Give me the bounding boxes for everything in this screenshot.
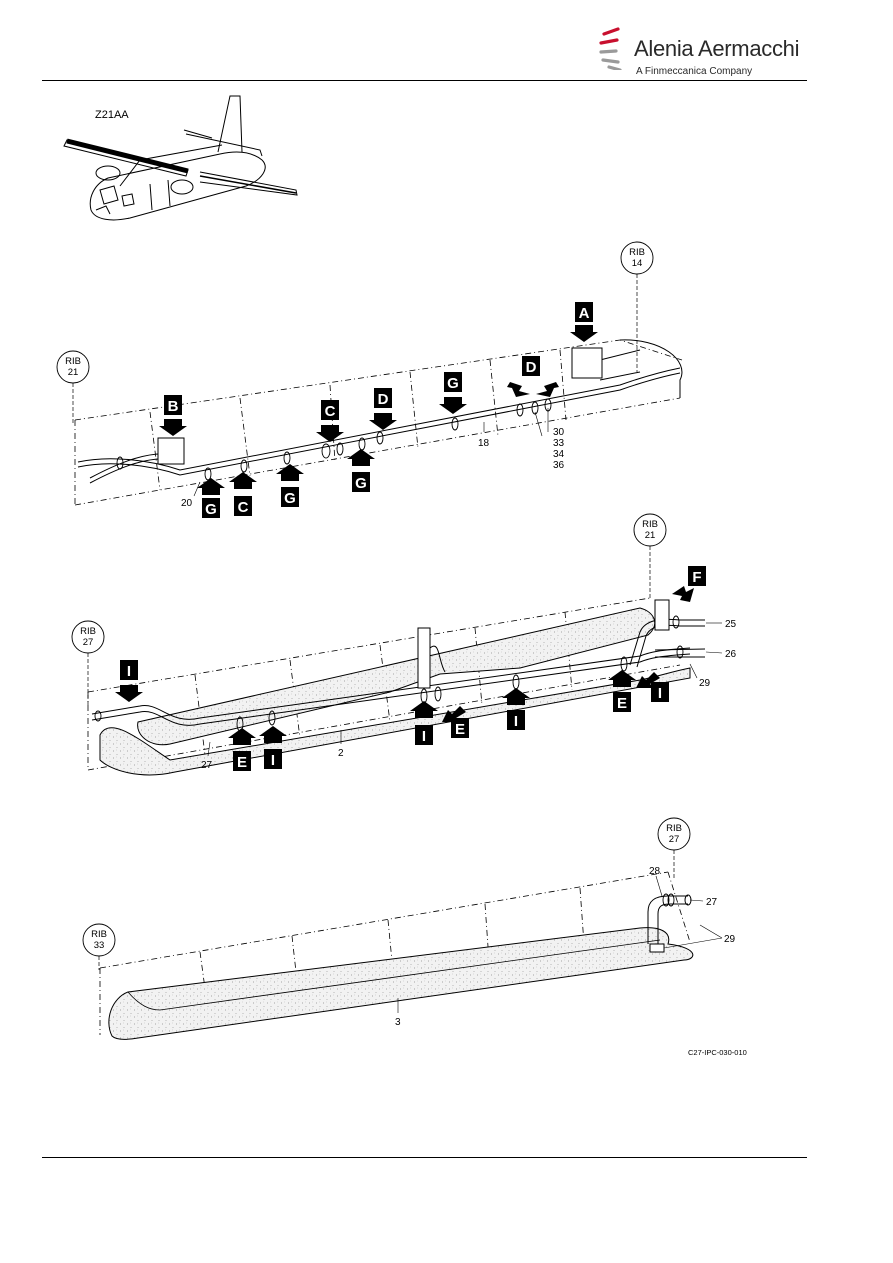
- svg-text:C: C: [238, 499, 249, 516]
- view2-lower-duct: [99, 667, 691, 776]
- view2-arrow-i-midright: I: [502, 688, 530, 730]
- svg-text:D: D: [526, 359, 537, 376]
- item-27: 27: [706, 897, 718, 908]
- view2-insulated-duct: [137, 607, 656, 746]
- company-logo: Alenia Aermacchi A Finmeccanica Company: [598, 26, 800, 82]
- logo-mark-icon: [599, 27, 622, 70]
- view3-insulated-duct: [108, 927, 694, 1040]
- rib-label: RIB: [91, 929, 107, 940]
- view1-arrow-g-bot3: G: [347, 449, 375, 492]
- view2-arrow-e-left: E: [228, 728, 256, 771]
- view1-rib-left-callout: RIB 21: [56, 350, 90, 425]
- item-28: 28: [649, 866, 661, 877]
- rib-number: 14: [632, 258, 643, 269]
- rib-label: RIB: [80, 626, 96, 637]
- brand-tagline: A Finmeccanica Company: [636, 66, 753, 77]
- svg-text:I: I: [658, 685, 662, 702]
- item-34: 34: [553, 449, 565, 460]
- view3-rib-right-callout: RIB 27: [657, 817, 691, 878]
- view2-arrow-i-top: I: [115, 660, 143, 702]
- item-30: 30: [553, 427, 565, 438]
- rib-number: 27: [83, 637, 94, 648]
- svg-text:C: C: [325, 403, 336, 420]
- view2-arrow-e-right: E: [608, 670, 636, 712]
- rib-number: 21: [68, 367, 79, 378]
- item-26: 26: [725, 649, 737, 660]
- view1-arrow-g-top: G: [439, 372, 467, 414]
- view1-skin-curve: [619, 339, 683, 398]
- view1-item-callouts: 20 18 30 33 34 36: [181, 408, 565, 509]
- footer-rule: [42, 1157, 807, 1158]
- view2-rib-right-callout: RIB 21: [633, 513, 667, 600]
- svg-text:G: G: [284, 490, 296, 507]
- view1-rib-right-callout: RIB 14: [620, 241, 654, 372]
- view2-item-callouts: 25 26 29 27 2: [201, 619, 737, 771]
- svg-text:D: D: [378, 391, 389, 408]
- item-27: 27: [201, 760, 213, 771]
- view1-arrow-g-bot1: G: [197, 478, 225, 518]
- highlighted-wing-zone: [66, 138, 189, 174]
- view3-item-callouts: 28 27 29 3: [395, 866, 736, 1028]
- item-25: 25: [725, 619, 737, 630]
- view2-clamps: [94, 615, 684, 732]
- svg-text:A: A: [579, 305, 590, 322]
- view1-arrow-a: A: [570, 302, 598, 342]
- view2-arrow-i-mid: I: [410, 701, 438, 745]
- rib-number: 21: [645, 530, 656, 541]
- view1-tube-assembly: [77, 347, 681, 484]
- figure-reference: C27-IPC-030-010: [688, 1048, 747, 1057]
- item-3: 3: [395, 1017, 401, 1028]
- svg-text:G: G: [355, 475, 367, 492]
- svg-text:E: E: [617, 695, 627, 712]
- rib-number: 27: [669, 834, 680, 845]
- rib-label: RIB: [629, 247, 645, 258]
- svg-text:I: I: [422, 728, 426, 745]
- view1-arrow-g-bot2: G: [276, 464, 304, 507]
- view3-clamp: [662, 893, 675, 907]
- brand-name: Alenia Aermacchi: [634, 36, 800, 61]
- header-rule: [42, 80, 807, 81]
- item-33: 33: [553, 438, 565, 449]
- view-3-rib33-rib27: RIB 33 RIB 27 28 27 29 3: [82, 817, 736, 1040]
- svg-text:I: I: [271, 752, 275, 769]
- svg-text:G: G: [447, 375, 459, 392]
- view2-tubes: [91, 599, 706, 726]
- view-1-rib21-rib14: RIB 21 RIB 14: [56, 241, 683, 518]
- svg-text:I: I: [127, 663, 131, 680]
- rib-number: 33: [94, 940, 105, 951]
- view-2-rib27-rib21: RIB 27 RIB 21 I F: [71, 513, 737, 776]
- view2-arrow-i-right: I: [636, 672, 669, 702]
- view2-arrow-f: F: [672, 566, 706, 602]
- view3-elbow: [647, 894, 692, 953]
- svg-text:B: B: [168, 398, 179, 415]
- view1-arrow-c-top: C: [316, 400, 344, 442]
- view1-arrow-d-right: D: [507, 356, 559, 397]
- svg-text:F: F: [692, 569, 701, 586]
- svg-text:I: I: [514, 713, 518, 730]
- view2-rib-left-callout: RIB 27: [71, 620, 105, 705]
- view1-arrow-c-bot: C: [229, 472, 257, 516]
- item-20: 20: [181, 498, 193, 509]
- view2-arrow-e-mid: E: [442, 706, 469, 738]
- svg-text:E: E: [237, 754, 247, 771]
- item-29: 29: [699, 678, 711, 689]
- svg-text:E: E: [455, 721, 465, 738]
- view1-arrow-d-top: D: [369, 388, 397, 430]
- item-18: 18: [478, 438, 490, 449]
- view2-arrow-i-left: I: [259, 726, 287, 769]
- view3-rib-left-callout: RIB 33: [82, 923, 116, 970]
- aircraft-locator: Z21AA: [63, 95, 298, 221]
- view1-arrow-b: B: [159, 395, 187, 436]
- item-29: 29: [724, 934, 736, 945]
- zone-label: Z21AA: [95, 109, 129, 121]
- rib-label: RIB: [65, 356, 81, 367]
- item-36: 36: [553, 460, 565, 471]
- rib-label: RIB: [666, 823, 682, 834]
- item-2: 2: [338, 748, 344, 759]
- rib-label: RIB: [642, 519, 658, 530]
- svg-text:G: G: [205, 501, 217, 518]
